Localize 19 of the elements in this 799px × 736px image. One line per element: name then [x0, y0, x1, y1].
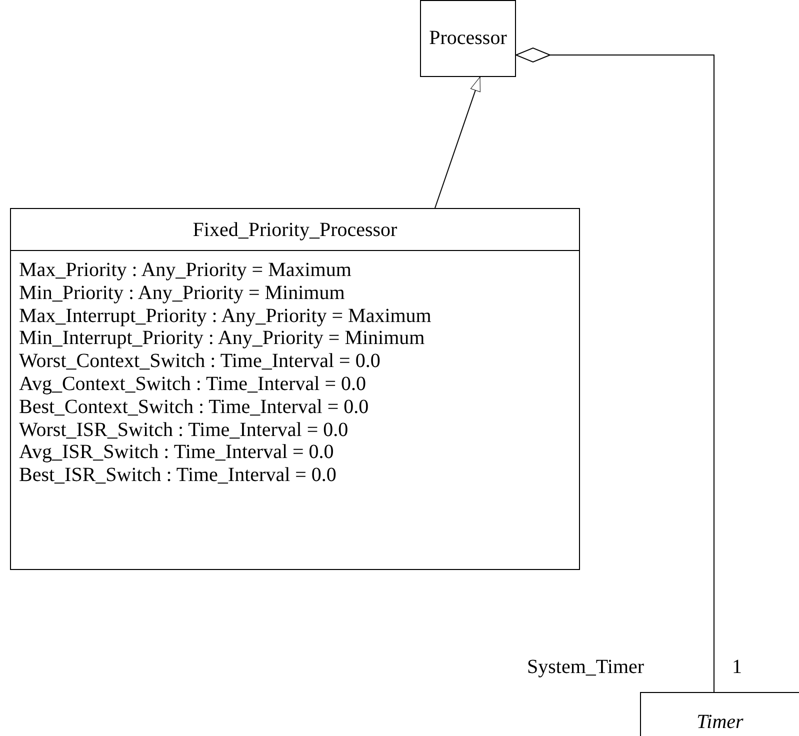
- attribute-text: Worst_ISR_Switch : Time_Interval = 0.0: [19, 418, 348, 442]
- attribute-text: Avg_Context_Switch : Time_Interval = 0.0: [19, 372, 366, 396]
- inheritance-arrow: [434, 76, 480, 208]
- attribute-text: Best_ISR_Switch : Time_Interval = 0.0: [19, 464, 336, 487]
- class-name: Fixed_Priority_Processor: [192, 218, 398, 242]
- attribute-text: Worst_Context_Switch : Time_Interval = 0.0: [19, 350, 380, 373]
- attribute-text: Avg_ISR_Switch : Time_Interval = 0.0: [19, 441, 334, 464]
- attribute-text: Min_Interrupt_Priority : Any_Priority = Minimum: [19, 327, 425, 350]
- class-box: [420, 0, 516, 77]
- class-box: [10, 208, 580, 570]
- attribute-text: Min_Priority : Any_Priority = Minimum: [19, 282, 345, 305]
- multiplicity-label: 1: [732, 655, 742, 680]
- aggregation-line: [516, 48, 714, 692]
- class-name: Timer: [696, 710, 744, 735]
- attribute-text: Best_Context_Switch : Time_Interval = 0.0: [19, 396, 369, 419]
- attribute-text: Max_Priority : Any_Priority = Maximum: [19, 259, 352, 282]
- class-name: Processor: [429, 26, 507, 51]
- role-name: System_Timer: [527, 655, 644, 680]
- attribute-text: Max_Interrupt_Priority : Any_Priority = Maximum: [19, 304, 432, 328]
